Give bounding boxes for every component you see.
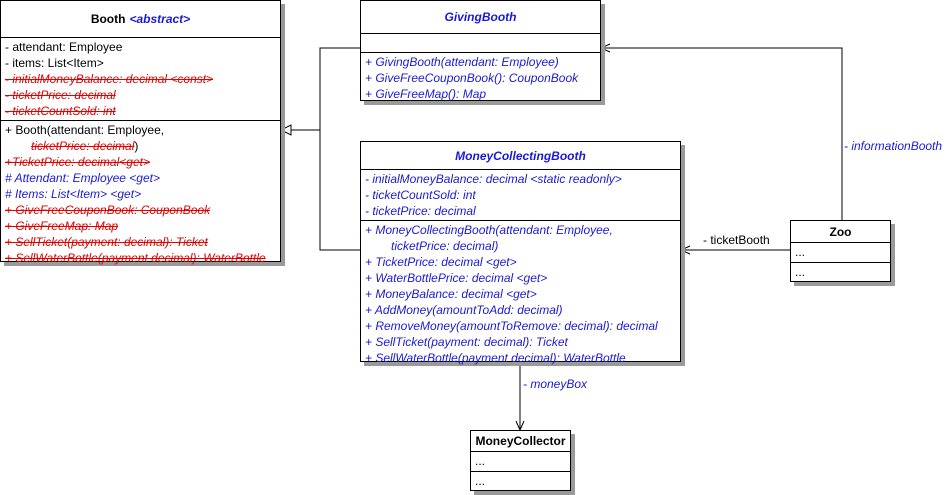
booth-attribute: - initialMoneyBalance: decimal <const> [5, 72, 214, 86]
moneycollector-attributes: ... [471, 452, 570, 472]
generalization-arrowhead [279, 124, 292, 136]
moneycollector-attribute-placeholder: ... [475, 454, 486, 468]
moneycollectingbooth-attribute: - ticketPrice: decimal [365, 204, 476, 218]
association-arrowhead-ticketbooth [679, 245, 691, 255]
booth-operation-continued: ticketPrice: decimal) [5, 138, 276, 154]
moneycollectingbooth-attribute: - initialMoneyBalance: decimal <static r… [365, 172, 622, 186]
givingbooth-attributes [361, 34, 600, 53]
moneycollector-operation-placeholder: ... [475, 474, 486, 488]
moneycollectingbooth-operation: + MoneyCollectingBooth(attendant: Employ… [365, 223, 613, 237]
moneycollectingbooth-operation: + MoneyBalance: decimal <get> [365, 287, 537, 301]
generalization-line-givingbooth [319, 47, 360, 130]
moneycollector-class-header: MoneyCollector [471, 431, 570, 452]
booth-operation: # Items: List<Item> <get> [5, 187, 142, 201]
booth-operation: + Booth(attendant: Employee, [5, 123, 165, 137]
moneycollectingbooth-operation: + RemoveMoney(amountToRemove: decimal): … [365, 319, 658, 333]
givingbooth-class-name: GivingBooth [444, 10, 517, 24]
moneycollectingbooth-operation: + SellWaterBottle(payment decimal): Wate… [365, 351, 626, 365]
moneycollectingbooth-operation: + WaterBottlePrice: decimal <get> [365, 271, 548, 285]
booth-operations: + Booth(attendant: Employee, ticketPrice… [1, 121, 280, 267]
moneycollectingbooth-class-name: MoneyCollectingBooth [455, 148, 586, 163]
booth-operation: # Attendant: Employee <get> [5, 171, 160, 185]
moneycollectingbooth-attribute: - ticketCountSold: int [365, 188, 476, 202]
booth-operation: + SellTicket(payment: decimal): Ticket [5, 235, 208, 249]
booth-operation: + GiveFreeMap: Map [5, 219, 119, 233]
booth-stereotype: <abstract> [129, 12, 191, 26]
givingbooth-operation: + GiveFreeCouponBook(): CouponBook [365, 71, 579, 85]
booth-operation: + SellWaterBottle(payment decimal): Wate… [5, 251, 266, 265]
zoo-operations: ... [791, 263, 890, 281]
booth-attribute: - items: List<Item> [5, 56, 104, 70]
booth-operation-paren: ) [134, 139, 139, 153]
booth-class-header: Booth <abstract> [1, 1, 280, 38]
booth-operation-param: ticketPrice: decimal [31, 139, 135, 153]
moneycollectingbooth-class[interactable]: MoneyCollectingBooth - initialMoneyBalan… [360, 141, 681, 365]
association-arrowhead-informationbooth [599, 43, 611, 53]
booth-operation: +TicketPrice: decimal<get> [5, 155, 150, 169]
booth-operation: + GiveFreeCouponBook: CouponBook [5, 203, 211, 217]
moneycollectingbooth-operation: + SellTicket(payment: decimal): Ticket [365, 335, 568, 349]
moneycollector-class-name: MoneyCollector [475, 434, 566, 448]
moneycollector-operations: ... [471, 472, 570, 490]
zoo-class-name: Zoo [829, 224, 852, 239]
givingbooth-operation: + GivingBooth(attendant: Employee) [365, 55, 559, 69]
zoo-class[interactable]: Zoo ... ... [790, 220, 891, 282]
moneycollectingbooth-operations: + MoneyCollectingBooth(attendant: Employ… [361, 221, 680, 367]
moneycollectingbooth-operation: + AddMoney(amountToAdd: decimal) [365, 303, 563, 317]
booth-attribute: - attendant: Employee [5, 40, 123, 54]
generalization-line-moneycollectingbooth [319, 130, 360, 251]
moneycollectingbooth-attributes: - initialMoneyBalance: decimal <static r… [361, 170, 680, 221]
informationbooth-label: - informationBooth [844, 139, 943, 153]
moneycollectingbooth-class-header: MoneyCollectingBooth [361, 142, 680, 170]
zoo-attribute-placeholder: ... [795, 245, 806, 259]
moneycollectingbooth-operation: + TicketPrice: decimal <get> [365, 255, 517, 269]
givingbooth-operations: + GivingBooth(attendant: Employee) + Giv… [361, 53, 600, 103]
moneycollectingbooth-operation-continued: ticketPrice: decimal) [391, 239, 499, 253]
zoo-operation-placeholder: ... [795, 265, 806, 279]
booth-attribute: - ticketPrice: decimal [5, 88, 116, 102]
booth-attributes: - attendant: Employee - items: List<Item… [1, 38, 280, 121]
givingbooth-operation: + GiveFreeMap(): Map [365, 87, 487, 101]
zoo-class-header: Zoo [791, 221, 890, 243]
zoo-attributes: ... [791, 243, 890, 263]
booth-attribute: - ticketCountSold: int [5, 104, 116, 118]
booth-class[interactable]: Booth <abstract> - attendant: Employee -… [0, 0, 281, 265]
givingbooth-class-header: GivingBooth [361, 1, 600, 34]
moneybox-label: - moneyBox [523, 377, 588, 391]
ticketbooth-label: - ticketBooth [703, 233, 770, 247]
moneycollector-class[interactable]: MoneyCollector ... ... [470, 430, 571, 491]
givingbooth-class[interactable]: GivingBooth + GivingBooth(attendant: Emp… [360, 0, 601, 101]
association-line-informationbooth [601, 47, 843, 220]
booth-class-name: Booth [90, 12, 126, 26]
